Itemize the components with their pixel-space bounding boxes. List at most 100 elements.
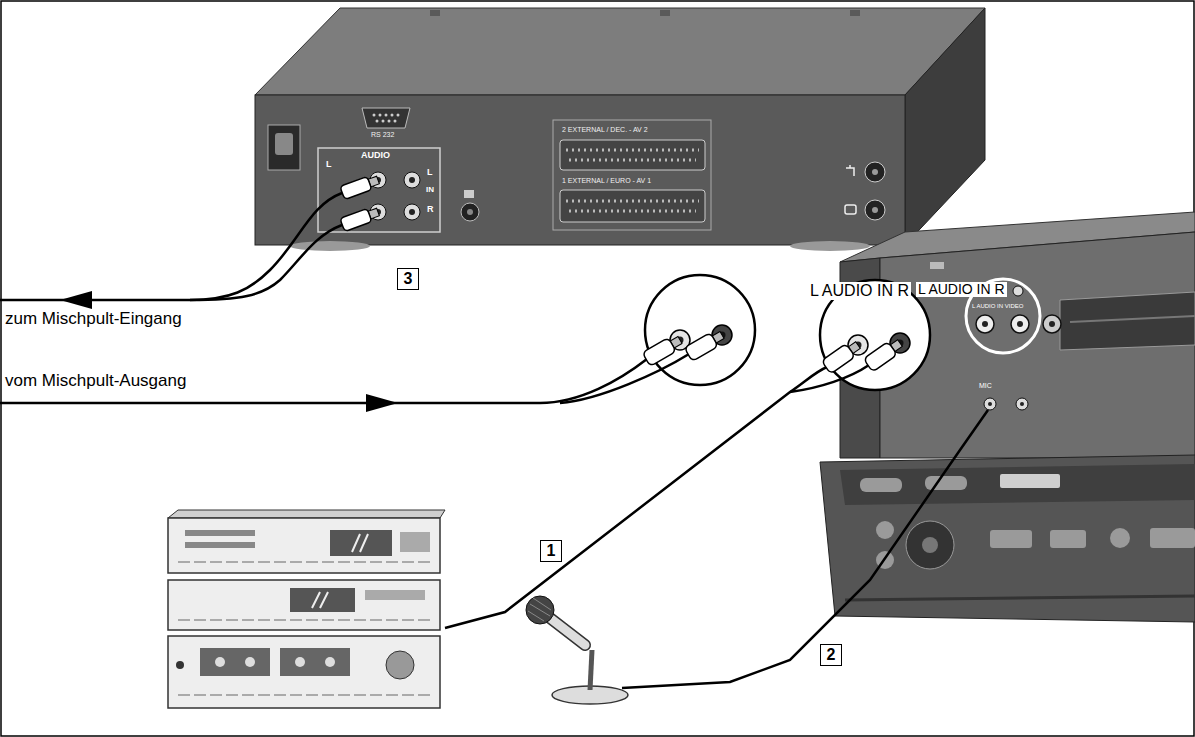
recorder-back [379, 114, 382, 117]
recorder-front [1043, 315, 1061, 333]
hifi-system [178, 620, 430, 621]
recorder-back [409, 177, 415, 183]
hifi-system [168, 518, 440, 573]
recorder-back [397, 114, 400, 117]
hifi-system [168, 510, 445, 708]
recorder-front [1016, 398, 1028, 410]
recorder-front [876, 521, 894, 539]
hifi-system [245, 657, 255, 667]
callout-box: 3 [397, 268, 419, 290]
cable-from-mixer [0, 359, 647, 403]
hifi-system [352, 534, 368, 552]
recorder-front [982, 321, 988, 327]
recorder-front [1017, 321, 1023, 327]
hifi-system [215, 657, 225, 667]
cable-from-hifi [821, 344, 855, 374]
hifi-system [178, 695, 430, 696]
socket-label: L AUDIO IN VIDEO [972, 303, 1023, 310]
callout-box: 1 [540, 540, 562, 562]
cable-to-mixer [60, 291, 92, 309]
callout-box: 2 [820, 644, 842, 666]
socket-label: L AUDIO IN R [808, 282, 911, 300]
hifi-system [295, 657, 305, 667]
cable-from-hifi [445, 367, 827, 628]
recorder-back [790, 241, 870, 251]
cable-to-mixer [0, 173, 380, 309]
hifi-system [176, 661, 184, 669]
recorder-front [840, 464, 1195, 505]
recorder-front [1110, 528, 1130, 548]
cable-to-mixer [340, 177, 372, 200]
microphone [528, 598, 551, 621]
recorder-front [820, 455, 1195, 622]
recorder-back [872, 169, 878, 175]
hifi-system [325, 657, 335, 667]
recorder-front [906, 521, 954, 569]
callout-number: 1 [547, 543, 556, 559]
recorder-back [865, 200, 885, 220]
recorder-back [560, 140, 705, 170]
hifi-system [290, 588, 355, 612]
recorder-back [255, 8, 985, 251]
socket-label: L AUDIO IN R [916, 282, 1007, 297]
microphone [526, 410, 988, 704]
recorder-back [566, 149, 699, 152]
recorder-back [430, 10, 440, 16]
cable-from-hifi [863, 336, 904, 371]
recorder-back [255, 95, 905, 245]
hifi-system [330, 530, 392, 556]
hifi-system [280, 648, 350, 676]
recorder-back [865, 162, 885, 182]
recorder-front [1011, 315, 1029, 333]
recorder-front [1050, 530, 1086, 548]
recorder-back [385, 114, 388, 117]
cable-from-mixer [642, 338, 676, 367]
recorder-back [388, 120, 391, 123]
recorder-front [976, 315, 994, 333]
recorder-back [872, 207, 878, 213]
cable-from-mixer [366, 394, 398, 412]
recorder-front [1049, 321, 1055, 327]
recorder-back [560, 190, 705, 222]
port-label: 2 EXTERNAL / DEC. - AV 2 [562, 126, 648, 134]
socket-label: MIC [979, 382, 992, 390]
recorder-back [373, 114, 376, 117]
recorder-back [905, 8, 985, 245]
cable-from-mixer [684, 328, 726, 361]
hifi-system [400, 532, 430, 552]
channel-label: L [427, 168, 433, 178]
channel-label: R [427, 205, 434, 215]
recorder-back [275, 133, 293, 155]
recorder-front [922, 537, 938, 553]
recorder-front [1150, 528, 1195, 548]
recorder-back [318, 148, 440, 232]
recorder-front [1060, 292, 1195, 350]
microphone [590, 650, 592, 690]
recorder-front [1020, 402, 1024, 406]
cable-from-mixer [684, 333, 718, 362]
hifi-system [200, 648, 270, 676]
recorder-back [569, 210, 696, 213]
recorder-back [461, 203, 479, 221]
microphone [550, 618, 585, 645]
cable-from-hifi [863, 342, 897, 372]
recorder-back [268, 125, 300, 170]
panel-heading: AUDIO [361, 151, 390, 161]
recorder-back [290, 241, 370, 251]
hifi-system [185, 542, 255, 548]
recorder-back [255, 8, 985, 95]
recorder-back [391, 114, 394, 117]
cable-destination: zum Mischpult-Eingang [5, 310, 182, 329]
hifi-system [168, 636, 440, 708]
recorder-back [553, 120, 711, 230]
cable-from-mixer [560, 354, 689, 403]
hifi-system [168, 580, 440, 630]
recorder-front [1013, 286, 1023, 296]
recorder-back [846, 165, 854, 176]
port-label: RS 232 [371, 131, 394, 139]
hifi-system [178, 562, 430, 563]
recorder-front [860, 478, 902, 492]
recorder-back [404, 172, 420, 188]
